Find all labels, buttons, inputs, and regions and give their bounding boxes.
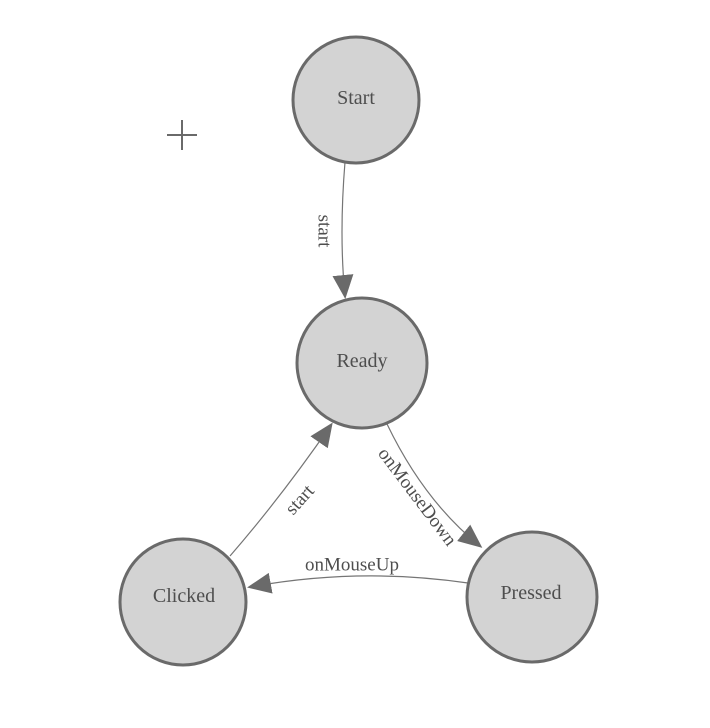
node-clicked-circle bbox=[118, 537, 248, 667]
node-start-circle bbox=[291, 35, 421, 165]
node-clicked[interactable]: Clicked bbox=[118, 537, 248, 667]
edge-line-clicked-to-ready bbox=[229, 422, 333, 557]
edge-label-start-to-ready: start bbox=[314, 215, 335, 248]
edge-line-pressed-to-clicked bbox=[247, 572, 469, 594]
edge-start-to-ready[interactable]: start bbox=[314, 161, 354, 299]
node-start[interactable]: Start bbox=[291, 35, 421, 165]
node-ready[interactable]: Ready bbox=[295, 296, 429, 430]
node-ready-label: Ready bbox=[336, 350, 387, 372]
edge-ready-to-pressed[interactable]: onMouseDown bbox=[373, 423, 483, 551]
node-clicked-label: Clicked bbox=[153, 585, 215, 607]
edge-label-ready-to-pressed: onMouseDown bbox=[373, 444, 461, 551]
node-pressed[interactable]: Pressed bbox=[465, 530, 599, 664]
node-pressed-label: Pressed bbox=[500, 582, 561, 604]
origin-crosshair-icon bbox=[167, 120, 197, 150]
node-start-label: Start bbox=[337, 87, 375, 109]
edge-label-pressed-to-clicked: onMouseUp bbox=[305, 555, 399, 576]
edge-line-ready-to-pressed bbox=[386, 423, 483, 548]
node-pressed-circle bbox=[465, 530, 599, 664]
edge-pressed-to-clicked[interactable]: onMouseUp bbox=[247, 555, 469, 594]
node-ready-circle bbox=[295, 296, 429, 430]
edge-line-start-to-ready bbox=[332, 161, 354, 299]
edge-clicked-to-ready[interactable]: start bbox=[229, 422, 333, 557]
